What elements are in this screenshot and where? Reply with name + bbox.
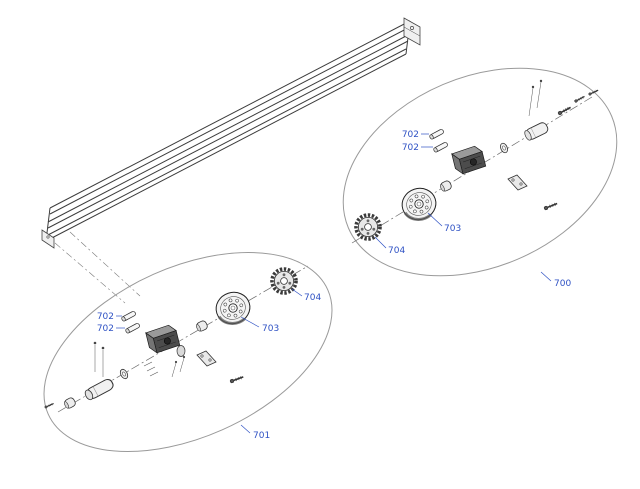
- svg-text:704: 704: [388, 246, 405, 256]
- clevis-pin-right-1: [428, 128, 445, 141]
- label-702-left-1: 702: [97, 312, 122, 322]
- bracket-part-right: [507, 174, 528, 191]
- svg-text:702: 702: [402, 130, 419, 140]
- label-701: 701: [240, 424, 270, 441]
- screw-right-upper: [556, 104, 573, 117]
- rail-end-bracket-left: [41, 229, 55, 249]
- label-700: 700: [540, 271, 571, 289]
- label-702-right-2: 702: [402, 143, 433, 153]
- roller-on-body-left: [176, 345, 186, 357]
- centerline-left: [57, 265, 309, 413]
- small-screws-left-vertical: [93, 341, 105, 377]
- roller-part-right: [522, 120, 550, 142]
- shaft-part-left: [82, 377, 116, 402]
- sprocket-part-right: [354, 213, 382, 241]
- label-703-right: 703: [427, 212, 461, 234]
- label-702-right-1: 702: [402, 130, 429, 140]
- spacer-part-right: [438, 179, 453, 193]
- clevis-pin-left-2: [124, 322, 141, 335]
- balloon-outline-701: [43, 251, 333, 453]
- rail-end-bracket-right: [403, 17, 421, 46]
- label-703-left: 703: [240, 316, 279, 334]
- pulley-part-left: [210, 286, 256, 330]
- detail-balloon-700: 702 702 703 704 700: [342, 67, 618, 289]
- small-screws-right-top: [528, 79, 543, 117]
- svg-text:703: 703: [262, 324, 279, 334]
- svg-text:702: 702: [97, 324, 114, 334]
- svg-text:701: 701: [253, 431, 270, 441]
- projection-line-1: [54, 242, 126, 304]
- screw-left-lower: [228, 374, 245, 385]
- projection-line-2: [69, 231, 141, 297]
- washer-part-left: [118, 367, 130, 381]
- clevis-pin-left-1: [120, 310, 137, 323]
- label-704-right: 704: [374, 236, 405, 256]
- svg-text:703: 703: [444, 224, 461, 234]
- trolley-body-right: [450, 144, 487, 176]
- rail-assembly: [41, 17, 421, 304]
- svg-text:704: 704: [304, 293, 321, 303]
- label-702-left-2: 702: [97, 324, 125, 334]
- clevis-pin-right-2: [432, 141, 449, 154]
- trolley-body-left: [144, 323, 181, 355]
- label-704-left: 704: [291, 288, 321, 303]
- svg-text:700: 700: [554, 279, 571, 289]
- balloon-outline-700: [342, 67, 618, 277]
- svg-text:702: 702: [402, 143, 419, 153]
- svg-text:702: 702: [97, 312, 114, 322]
- washer-part-right: [498, 141, 510, 155]
- detail-balloon-701: 702 702 703 704 701: [43, 251, 333, 453]
- small-screws-left-below: [143, 355, 186, 378]
- bracket-part-left: [196, 350, 217, 367]
- screw-right-upper-2: [573, 94, 586, 104]
- screw-right-lower: [542, 201, 559, 212]
